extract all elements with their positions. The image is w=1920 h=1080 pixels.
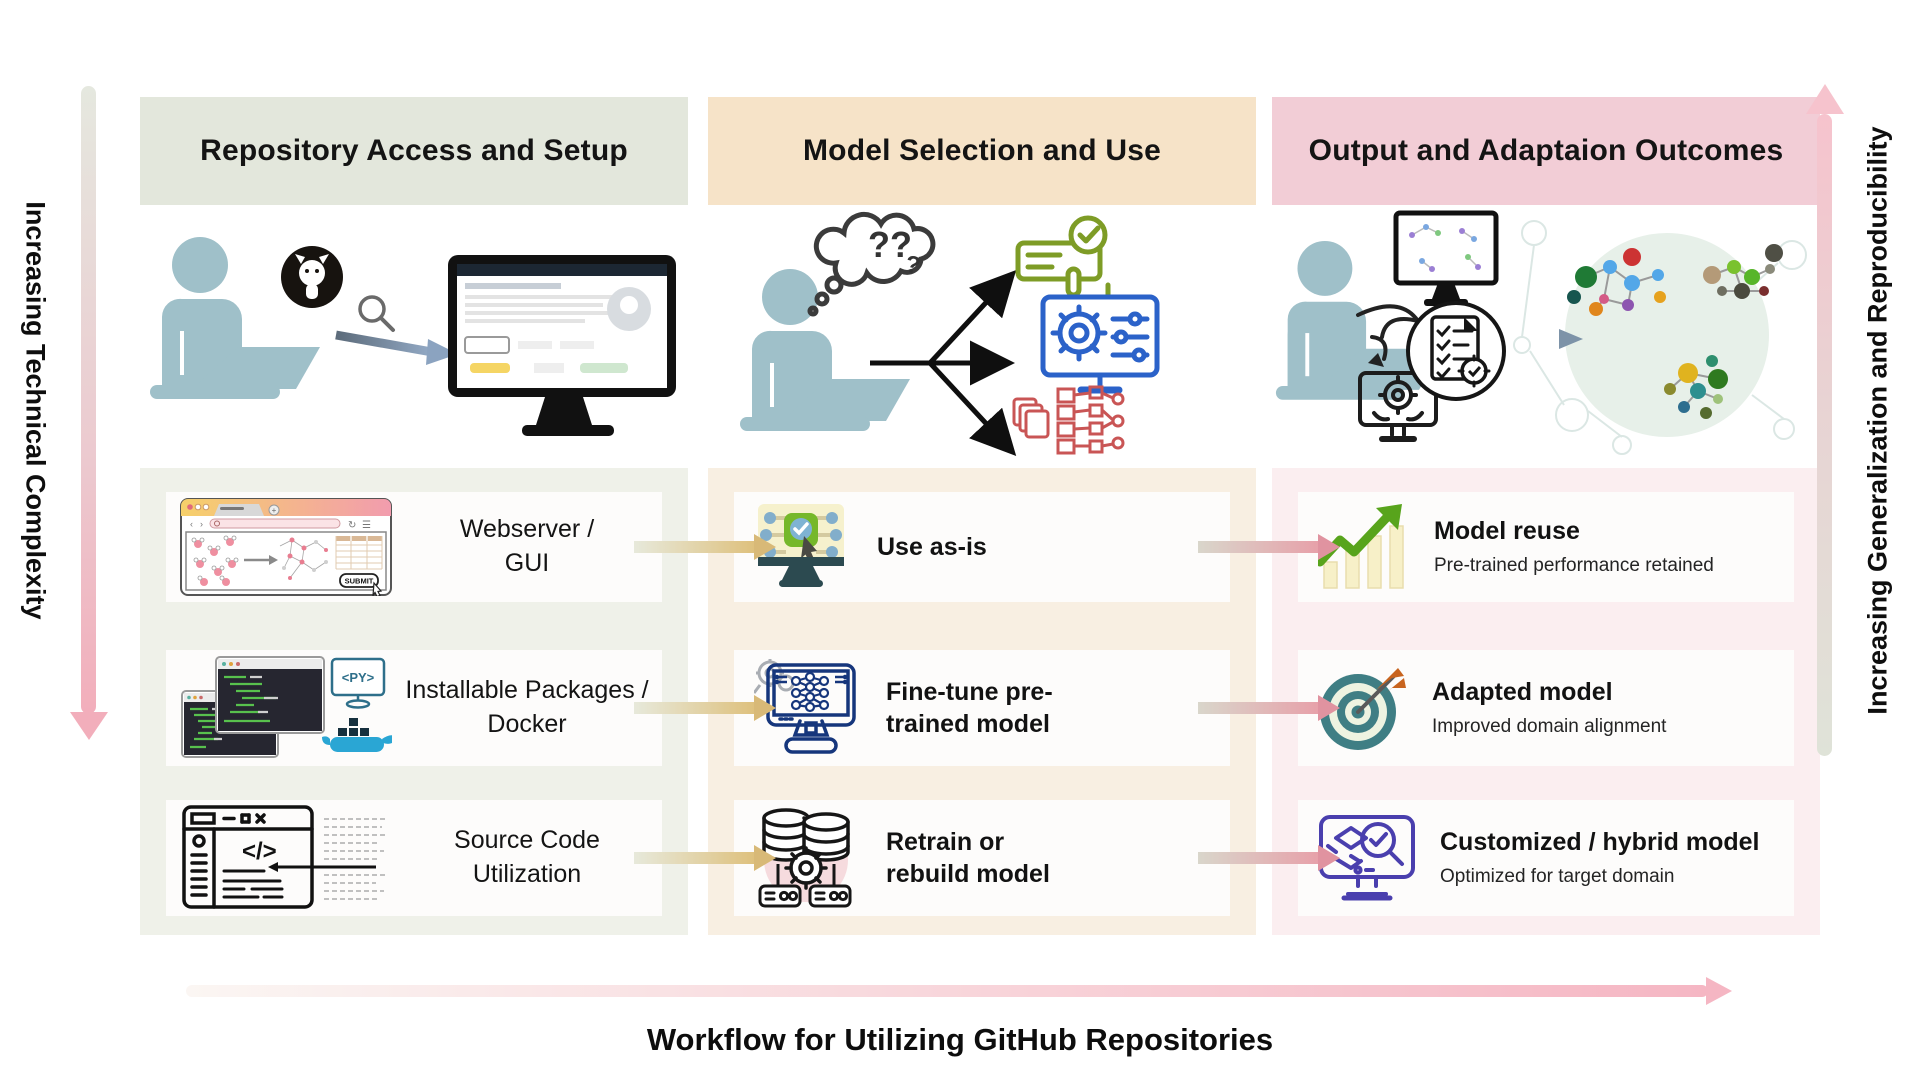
outcome-title: Adapted model [1432,678,1613,706]
fine-tune-icon [754,659,856,754]
row-card-customized-model: Customized / hybrid model Optimized for … [1298,800,1794,916]
water-molecules [191,535,239,586]
illustration-output-outcomes [1272,205,1820,463]
gear-monitor-icon [1358,371,1438,442]
python-badge-icon: <PY> [330,657,386,709]
panel-repository-access: + ‹ › ↻ ☰ [140,468,688,935]
row-label: Source Code Utilization [454,826,600,888]
result-arrow [1510,329,1583,349]
repo-monitor-icon [448,255,676,436]
code-editor-window [182,805,314,909]
flow-arrow-use-to-outcome-3 [1198,845,1340,871]
faint-text-block [324,818,386,900]
row-label: Use as-is [877,532,987,561]
arrow-in-browser [244,555,278,565]
svg-text:‹: ‹ [190,519,193,529]
right-axis-arrow [1817,114,1832,756]
left-axis-arrow [81,86,96,714]
packages-docker-illustration: <PY> [181,656,392,758]
row-label: Fine-tune pre- trained model [886,677,1053,739]
docker-whale-icon [322,718,392,752]
flow-arrow-use-to-outcome-1 [1198,534,1340,560]
flow-arrow-setup-to-use-1 [634,534,776,560]
svg-text:SUBMIT: SUBMIT [345,577,374,586]
svg-text:☰: ☰ [362,520,371,531]
svg-text:??: ?? [868,224,912,265]
panel-output-outcomes: Model reuse Pre-trained performance reta… [1272,468,1820,935]
search-icon [358,295,395,332]
submit-button: SUBMIT [339,573,383,596]
flow-arrow-use-to-outcome-2 [1198,695,1340,721]
browser-gui-illustration: + ‹ › ↻ ☰ [180,498,392,596]
right-axis-arrowhead-icon [1806,84,1844,114]
panel-model-selection: Use as-is [708,468,1256,935]
illustration-repository-access [140,205,688,463]
thought-cloud-icon [807,211,936,317]
outcome-subtitle: Pre-trained performance retained [1434,555,1714,576]
row-card-fine-tune: Fine-tune pre- trained model [734,650,1230,766]
neural-network-icon [1012,385,1125,455]
row-label: Webserver / GUI [459,515,595,577]
row-card-webserver-gui: + ‹ › ↻ ☰ [166,492,662,602]
results-table [335,536,383,570]
svg-text:+: + [272,506,277,515]
code-window-front [215,656,325,734]
row-label: Retrain or rebuild model [886,827,1050,889]
svg-text:<PY>: <PY> [342,670,375,685]
row-card-installable-packages: <PY> Installable Packages / Docker [166,650,662,766]
target-dart-icon [1320,668,1406,750]
svg-text:?: ? [903,250,923,279]
row-card-use-as-is: Use as-is [734,492,1230,602]
configure-monitor-icon [1040,294,1160,394]
row-card-adapted-model: Adapted model Improved domain alignment [1298,650,1794,766]
svg-text:↻: ↻ [348,520,356,531]
branch-arrows [870,269,1017,457]
row-card-retrain: Retrain or rebuild model [734,800,1230,916]
left-axis-label: Increasing Technical Complexity [20,200,51,620]
flow-arrow-setup-to-use-3 [634,845,776,871]
source-code-illustration: </> [182,805,386,909]
use-as-is-icon [758,504,844,587]
github-logo-icon [281,246,343,308]
flow-arrow-setup-to-use-2 [634,695,776,721]
outcome-subtitle: Improved domain alignment [1432,716,1667,737]
svg-text:›: › [200,519,203,529]
right-axis-label: Increasing Generalization and Reproducib… [1862,125,1893,715]
evaluation-checklist-icon [1406,301,1506,401]
analysis-monitor-icon [1393,210,1499,306]
molecular-network-dots [282,537,328,580]
workflow-direction-arrow [186,977,1732,1005]
row-label: Installable Packages / Docker [405,676,649,738]
outcome-subtitle: Optimized for target domain [1440,866,1675,887]
left-axis-arrowhead-icon [70,712,108,740]
growth-chart-icon [1318,504,1404,589]
retrain-rebuild-icon [758,808,852,908]
column-header-repository-access: Repository Access and Setup [140,97,688,205]
illustration-model-selection: ?? ? [708,205,1256,463]
diagram-title: Workflow for Utilizing GitHub Repositori… [646,1022,1274,1057]
transfer-arrow [335,330,458,365]
molecule-clusters [1567,244,1783,419]
outcome-title: Model reuse [1434,517,1580,545]
svg-text:</>: </> [242,838,277,865]
column-header-output-outcomes: Output and Adaptaion Outcomes [1272,97,1820,205]
column-header-model-selection: Model Selection and Use [708,97,1256,205]
row-card-model-reuse: Model reuse Pre-trained performance reta… [1298,492,1794,602]
reference-arrow [268,862,376,872]
row-card-source-code: </> Source Code Utilization [166,800,662,916]
outcome-title: Customized / hybrid model [1440,828,1760,856]
